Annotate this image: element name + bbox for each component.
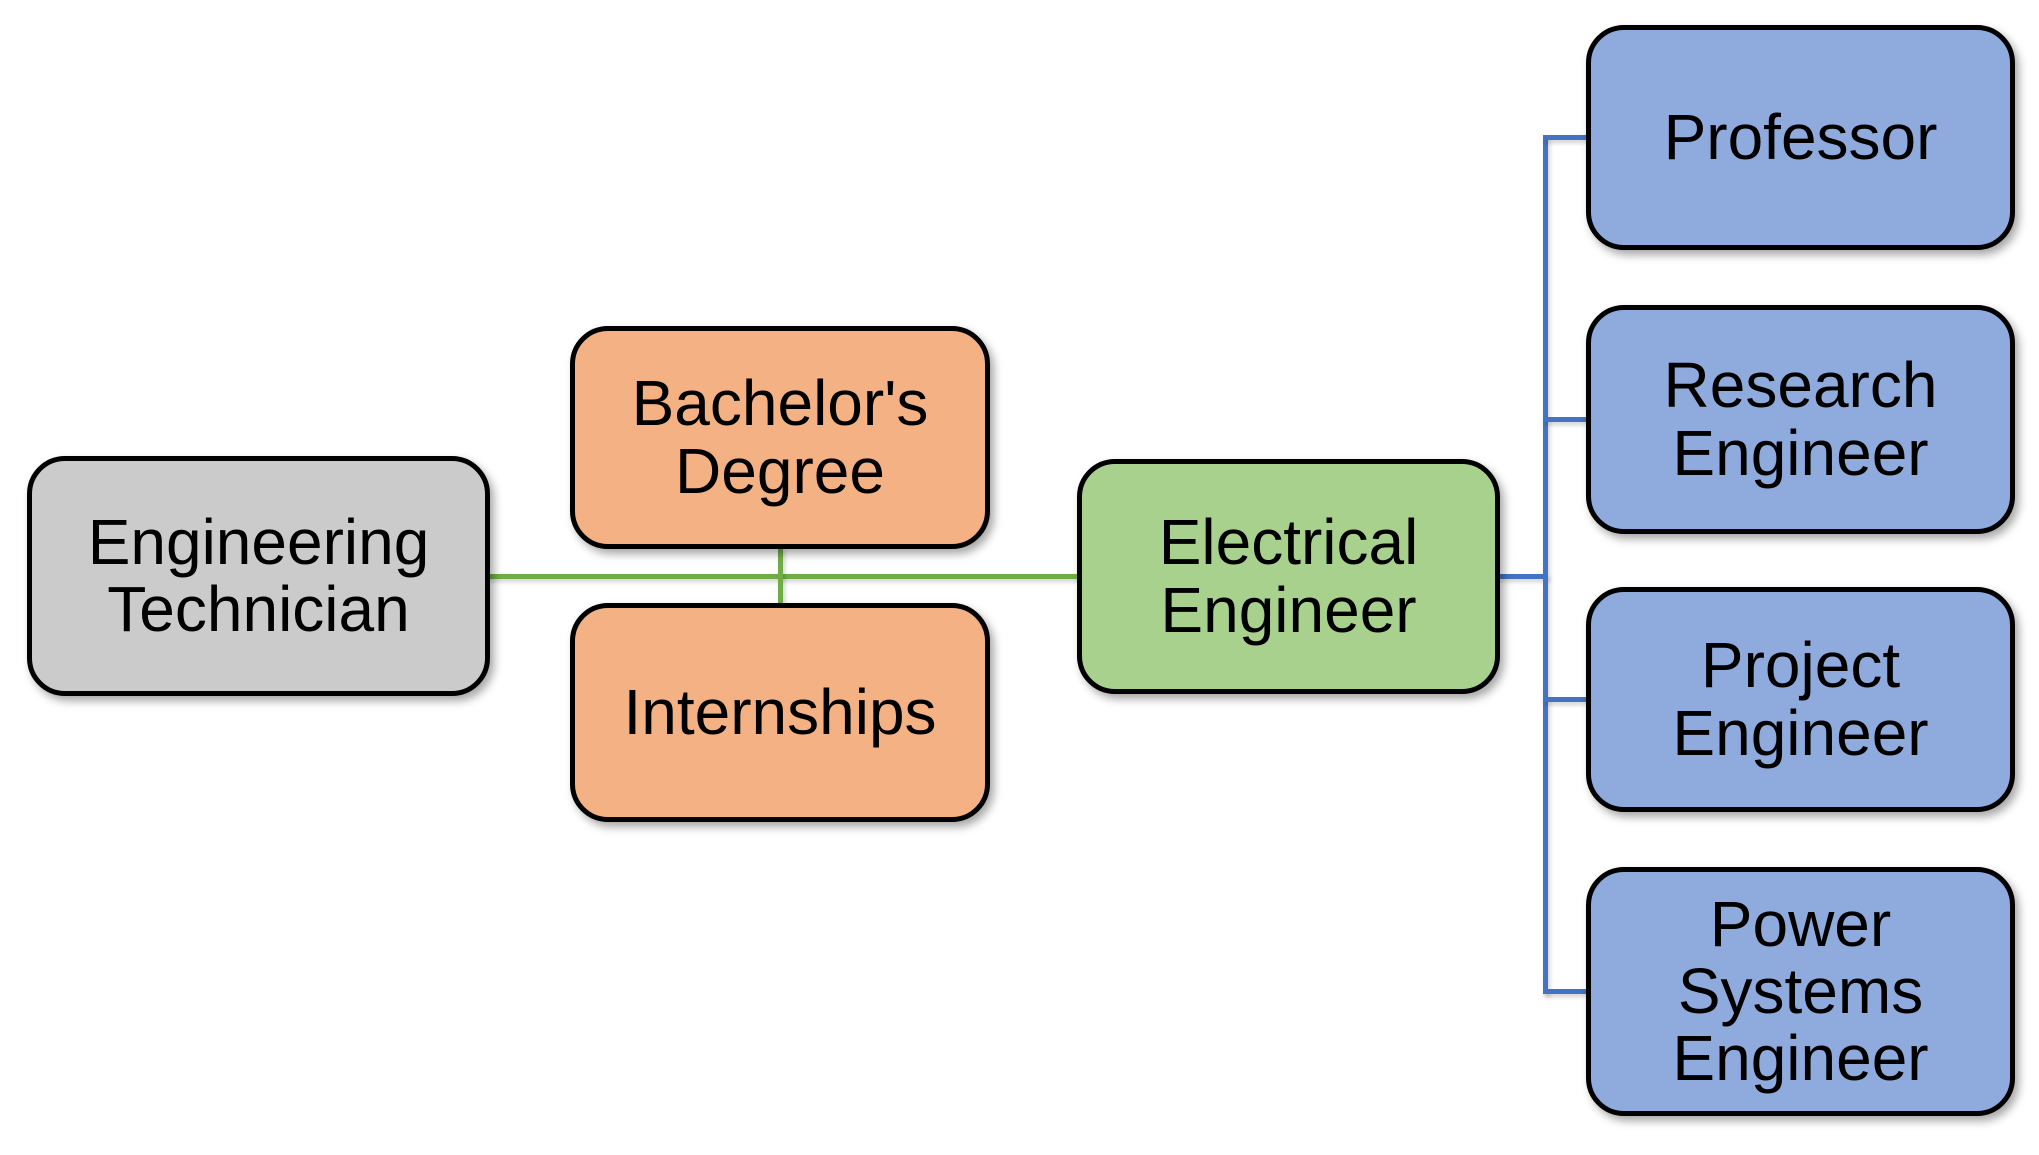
node-research-engineer: Research Engineer (1586, 305, 2015, 534)
edge-electrical-engineer-trunk (1543, 135, 1548, 994)
node-engineering-technician: Engineering Technician (27, 456, 490, 696)
node-bachelors-degree-label: Bachelor's Degree (631, 367, 929, 507)
node-internships: Internships (570, 603, 990, 822)
edge-to-project-engineer (1543, 697, 1589, 702)
node-professor-label: Professor (1663, 100, 1938, 173)
node-engineering-technician-label: Engineering Technician (87, 505, 430, 645)
edge-to-research-engineer (1543, 417, 1589, 422)
node-research-engineer-label: Research Engineer (1663, 349, 1938, 489)
node-electrical-engineer: Electrical Engineer (1077, 459, 1500, 694)
edge-bachelors-degree-to-internships (778, 546, 783, 606)
node-electrical-engineer-label: Electrical Engineer (1158, 506, 1419, 646)
node-professor: Professor (1586, 25, 2015, 250)
edge-to-professor (1543, 135, 1589, 140)
node-bachelors-degree: Bachelor's Degree (570, 326, 990, 549)
node-internships-label: Internships (623, 675, 937, 748)
node-power-systems-engineer-label: Power Systems Engineer (1672, 887, 1929, 1095)
edge-to-power-systems-engineer (1543, 989, 1589, 994)
node-power-systems-engineer: Power Systems Engineer (1586, 867, 2015, 1116)
edge-engineering-technician-to-electrical-engineer (487, 574, 1079, 579)
edge-electrical-engineer-trunk-stub (1498, 574, 1548, 579)
node-project-engineer: Project Engineer (1586, 587, 2015, 812)
node-project-engineer-label: Project Engineer (1672, 629, 1929, 769)
